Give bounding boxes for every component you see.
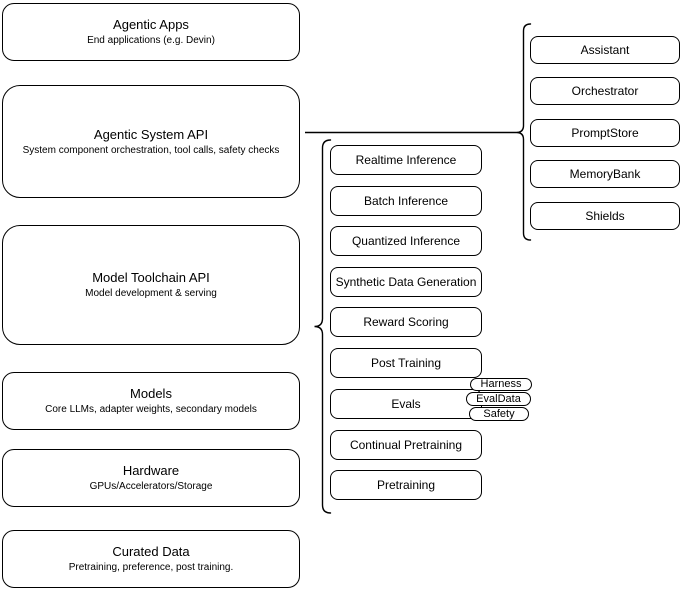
components-brace [516, 23, 532, 241]
box-label: Pretraining [376, 478, 436, 492]
box-subtitle: Model development & serving [85, 288, 217, 299]
box-label: Continual Pretraining [349, 438, 463, 452]
box-label: Post Training [370, 356, 442, 370]
box-label: Reward Scoring [363, 315, 449, 329]
box-title: Agentic Apps [113, 17, 189, 32]
box-title: Model Toolchain API [92, 270, 210, 285]
box-curated-data: Curated Data Pretraining, preference, po… [2, 530, 300, 588]
box-models: Models Core LLMs, adapter weights, secon… [2, 372, 300, 430]
box-label: Shields [585, 209, 625, 223]
box-title: Curated Data [112, 544, 190, 559]
eval-tag-evaldata: EvalData [466, 392, 531, 406]
toolchain-item-batch-inference: Batch Inference [330, 186, 482, 216]
box-subtitle: Core LLMs, adapter weights, secondary mo… [45, 404, 257, 415]
toolchain-item-quantized-inference: Quantized Inference [330, 226, 482, 256]
box-hardware: Hardware GPUs/Accelerators/Storage [2, 449, 300, 507]
toolchain-item-realtime-inference: Realtime Inference [330, 145, 482, 175]
toolchain-item-evals: Evals [330, 389, 482, 419]
component-box-assistant: Assistant [530, 36, 680, 64]
pill-label: Harness [480, 378, 522, 390]
component-box-promptstore: PromptStore [530, 119, 680, 147]
box-subtitle: GPUs/Accelerators/Storage [89, 481, 213, 492]
box-title: Models [130, 386, 172, 401]
pill-label: Safety [483, 407, 515, 420]
box-label: Quantized Inference [351, 234, 461, 248]
box-subtitle: End applications (e.g. Devin) [87, 35, 215, 46]
box-subtitle: System component orchestration, tool cal… [22, 144, 280, 156]
toolchain-item-pretraining: Pretraining [330, 470, 482, 500]
component-box-memorybank: MemoryBank [530, 160, 680, 188]
box-model-toolchain-api: Model Toolchain API Model development & … [2, 225, 300, 345]
box-label: Orchestrator [571, 84, 639, 98]
box-label: Evals [391, 397, 421, 411]
eval-tag-harness: Harness [470, 378, 532, 391]
component-box-orchestrator: Orchestrator [530, 77, 680, 105]
box-label: PromptStore [571, 126, 639, 140]
component-box-shields: Shields [530, 202, 680, 230]
box-agentic-system-api: Agentic System API System component orch… [2, 85, 300, 198]
box-label: Batch Inference [363, 194, 449, 208]
toolchain-item-post-training: Post Training [330, 348, 482, 378]
box-label: Realtime Inference [355, 153, 457, 167]
toolchain-brace [314, 139, 332, 514]
box-title: Hardware [122, 463, 180, 478]
toolchain-item-reward-scoring: Reward Scoring [330, 307, 482, 337]
box-title: Agentic System API [93, 126, 209, 142]
box-agentic-apps: Agentic Apps End applications (e.g. Devi… [2, 3, 300, 61]
pill-label: EvalData [476, 392, 521, 405]
box-label: MemoryBank [569, 167, 641, 181]
toolchain-item-continual-pretraining: Continual Pretraining [330, 430, 482, 460]
box-label: Assistant [580, 43, 630, 57]
toolchain-item-synthetic-data-generation: Synthetic Data Generation [330, 267, 482, 297]
box-label: Synthetic Data Generation [335, 275, 477, 289]
box-subtitle: Pretraining, preference, post training. [68, 562, 234, 573]
eval-tag-safety: Safety [469, 407, 529, 421]
